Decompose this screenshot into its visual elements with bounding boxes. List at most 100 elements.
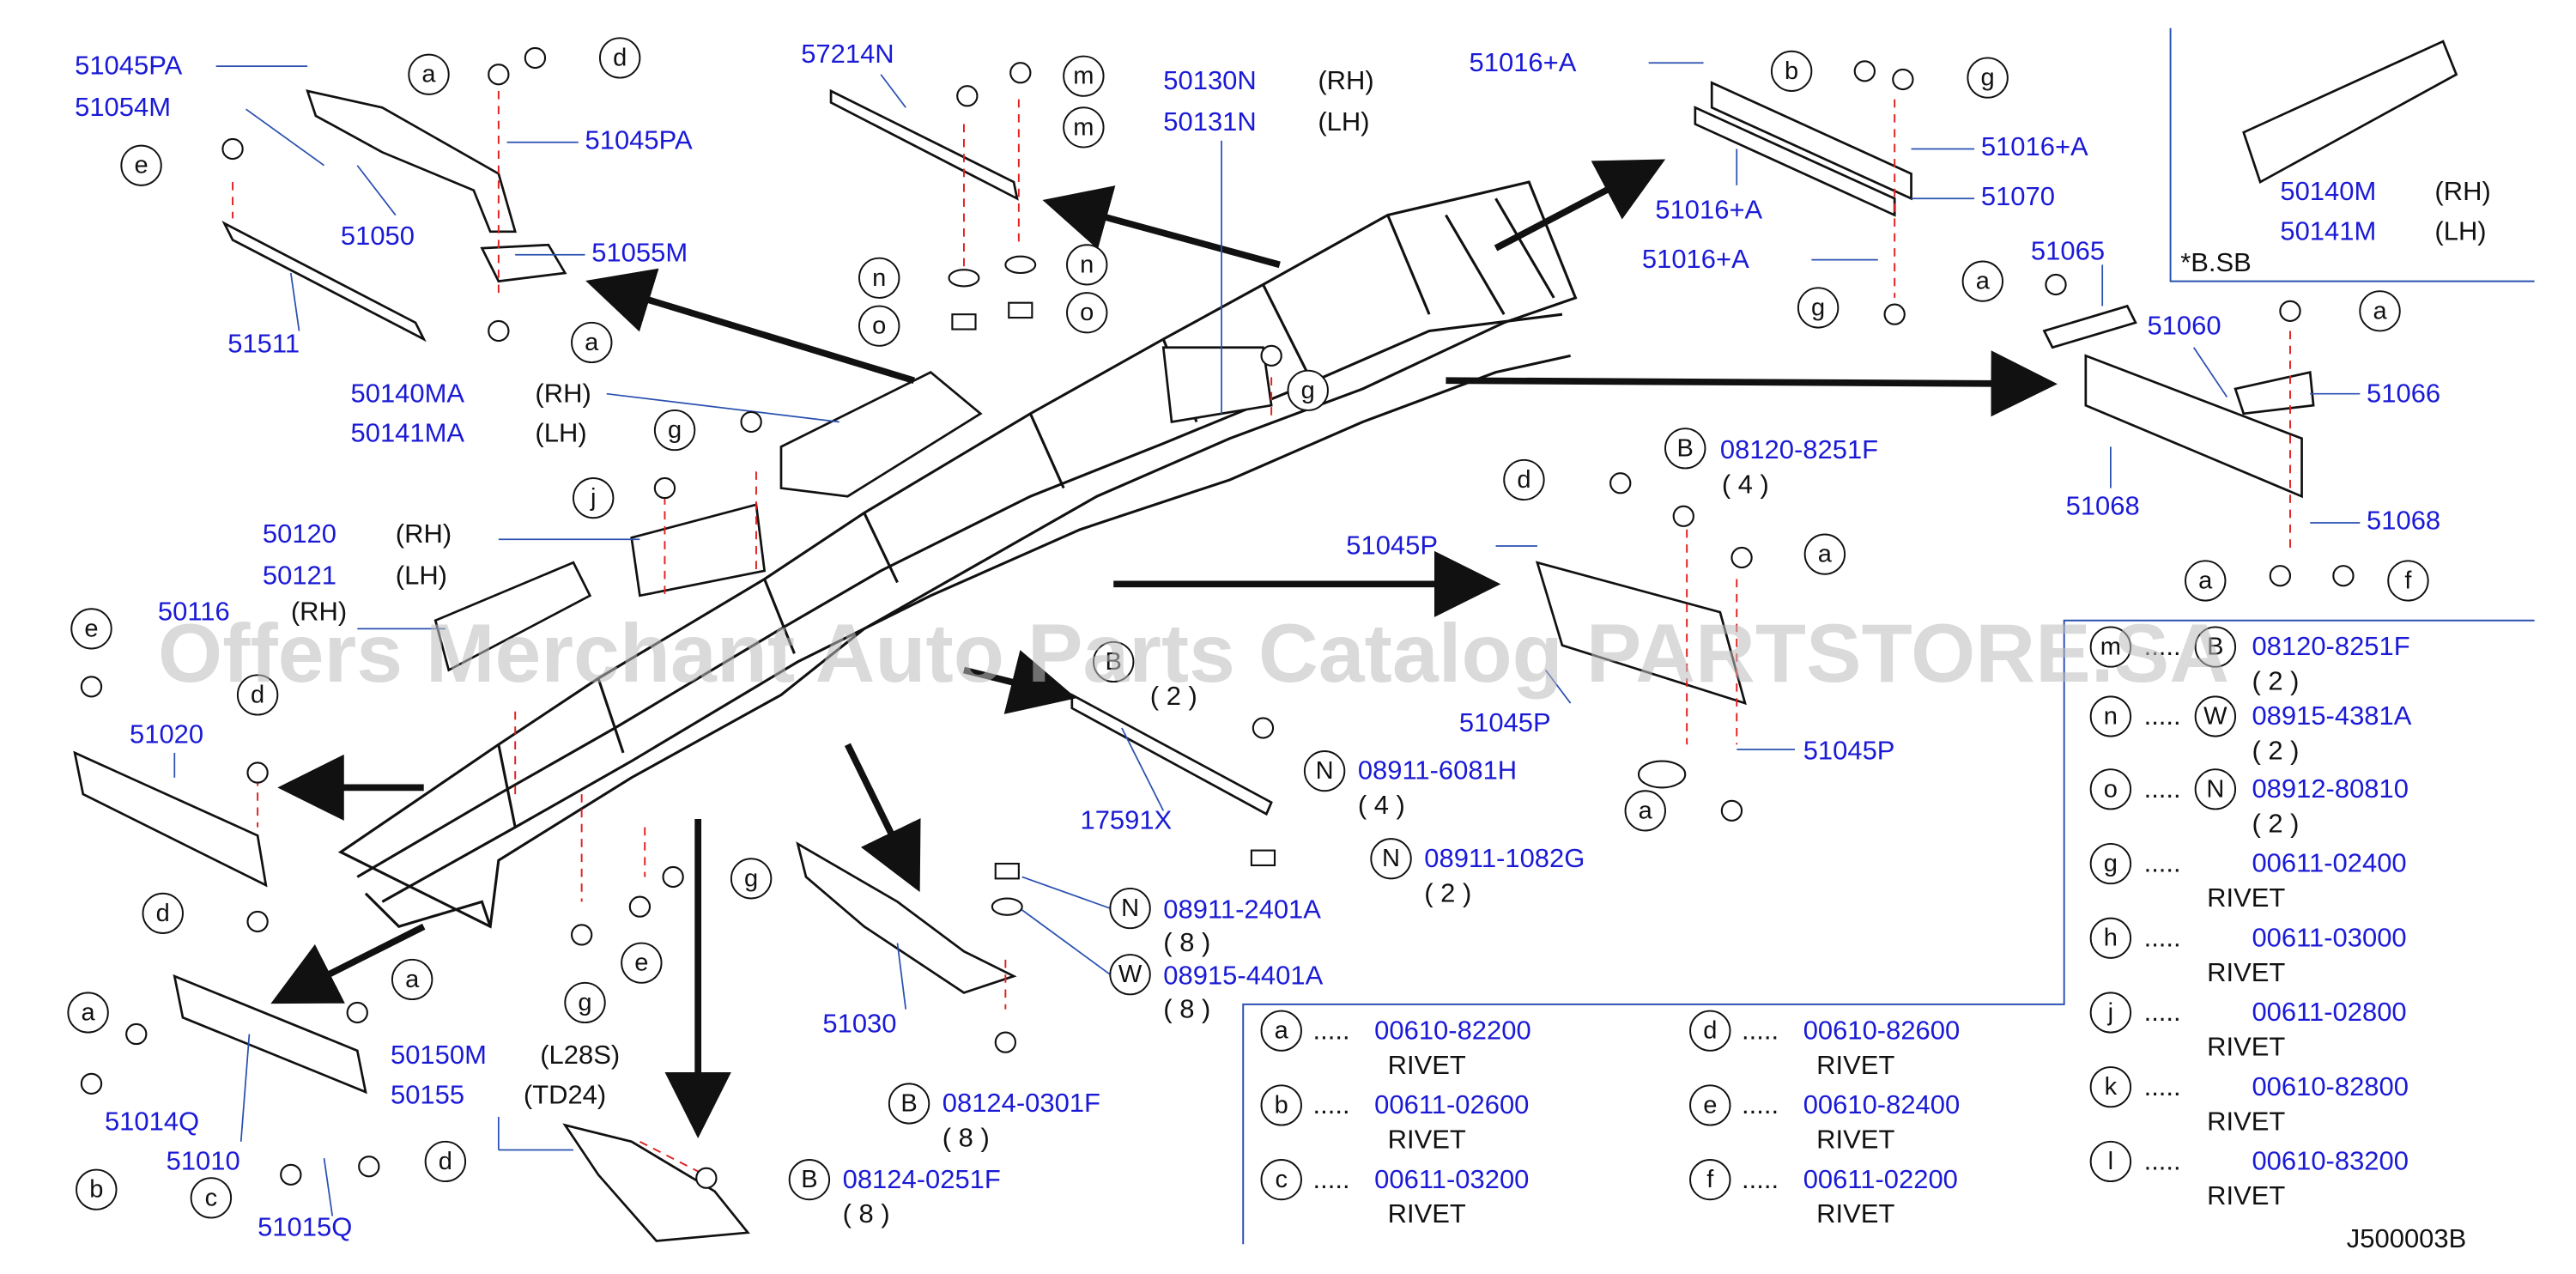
part-number-label[interactable]: 51016+A xyxy=(1470,47,1577,77)
part-callouts: 51045PA 51054M 51045PA 51050 51055M 51511 5721… xyxy=(75,39,2440,1241)
bubble-circle-icon xyxy=(1260,1084,1302,1126)
bubble-circle-icon xyxy=(2089,917,2132,959)
legend-prefix-bubble: W xyxy=(2194,695,2237,737)
bubble-letter: g xyxy=(578,989,591,1016)
legend-bottom: a.....00610-82200RIVETb.....00611-02600R… xyxy=(1260,1010,1961,1228)
bubble-letter: W xyxy=(1118,961,1143,988)
legend-part-number[interactable]: 00610-82400 xyxy=(1803,1089,1961,1119)
bubble-letter: d xyxy=(251,681,264,708)
part-number-label[interactable]: 51016+A xyxy=(1655,194,1762,224)
part-number-label[interactable]: 08915-4401A xyxy=(1163,961,1323,991)
hardware-fasteners xyxy=(80,46,2355,1189)
part-number-label[interactable]: 50121 xyxy=(263,560,336,590)
part-number-label[interactable]: 50120 xyxy=(263,519,336,549)
bubble-circle-icon xyxy=(788,1159,831,1201)
part-number-label[interactable]: 51068 xyxy=(2066,490,2140,520)
rivet-icon xyxy=(2332,565,2355,587)
bubble-letter: f xyxy=(1706,1166,1714,1193)
diagram-id: J500003B xyxy=(2347,1223,2466,1253)
legend-bubble-j: j xyxy=(2089,992,2132,1034)
part-number-label[interactable]: 51015Q xyxy=(258,1212,352,1242)
part-number-label[interactable]: 50141MA xyxy=(351,418,465,448)
rivet-icon xyxy=(1609,472,1632,494)
ref-bubble-N: N xyxy=(1303,750,1346,792)
part-number-label[interactable]: 51010 xyxy=(167,1146,240,1176)
bubble-circle-icon xyxy=(2185,560,2227,602)
legend-description: RIVET xyxy=(1388,1198,1466,1228)
part-number-label[interactable]: 17591X xyxy=(1080,805,1172,835)
legend-part-number[interactable]: 00611-03000 xyxy=(2252,922,2406,952)
legend-part-number[interactable]: 00610-83200 xyxy=(2252,1146,2409,1176)
part-number-label[interactable]: 51045PA xyxy=(585,125,693,155)
qualifier-label: ( 2 ) xyxy=(1150,681,1197,711)
legend-part-number[interactable]: 00611-02600 xyxy=(1374,1089,1529,1119)
ref-bubble-a: a xyxy=(67,992,109,1034)
part-number-label[interactable]: 51016+A xyxy=(1981,131,2088,161)
part-number-label[interactable]: 08124-0301F xyxy=(943,1088,1100,1118)
part-number-label[interactable]: 51016+A xyxy=(1642,244,1749,274)
part-number-label[interactable]: 51065 xyxy=(2031,236,2105,266)
bubble-letter: b xyxy=(89,1176,103,1204)
part-number-label[interactable]: 51030 xyxy=(822,1009,896,1039)
ref-bubble-d: d xyxy=(236,674,279,716)
legend-bubble-b: b xyxy=(1260,1084,1302,1126)
legend-part-number[interactable]: 00610-82800 xyxy=(2252,1071,2409,1101)
part-number-label[interactable]: 51511 xyxy=(227,329,300,359)
legend-part-number[interactable]: 00610-82600 xyxy=(1803,1015,1961,1045)
rivet-icon xyxy=(2279,300,2301,322)
part-number-label[interactable]: 51045P xyxy=(1346,531,1438,561)
legend-part-number[interactable]: 00610-82200 xyxy=(1374,1015,1531,1045)
part-number-label[interactable]: 50150M xyxy=(391,1040,487,1070)
part-number-label[interactable]: 50155 xyxy=(391,1080,464,1110)
part-number-label[interactable]: 51014Q xyxy=(105,1106,199,1136)
ref-bubble-d: d xyxy=(1503,458,1545,500)
part-number-label[interactable]: 50140MA xyxy=(351,378,465,408)
rivet-icon xyxy=(280,1163,302,1186)
part-number-label[interactable]: 51054M xyxy=(75,92,171,122)
ref-bubble-N: N xyxy=(1109,887,1151,930)
legend-part-number[interactable]: 00611-02400 xyxy=(2252,848,2406,878)
part-number-label[interactable]: 50131N xyxy=(1163,106,1256,136)
bubble-circle-icon xyxy=(1967,57,2009,99)
rivet-icon xyxy=(628,895,652,918)
part-number-label[interactable]: 50140M xyxy=(2280,176,2376,206)
part-number-label[interactable]: 57214N xyxy=(801,39,894,69)
legend-part-number[interactable]: 08912-80810 xyxy=(2252,774,2409,804)
legend-part-number[interactable]: 00611-02200 xyxy=(1803,1164,1958,1194)
part-number-label[interactable]: 51055M xyxy=(591,238,688,268)
bubble-letter: j xyxy=(2107,999,2113,1027)
part-number-label[interactable]: 51060 xyxy=(2147,310,2221,340)
part-number-label[interactable]: 51070 xyxy=(1981,181,2055,211)
nut-icon xyxy=(994,862,1020,880)
part-number-label[interactable]: 51045P xyxy=(1459,707,1551,737)
part-number-label[interactable]: 51045P xyxy=(1803,736,1895,766)
bubble-letter: b xyxy=(1275,1091,1288,1119)
part-number-label[interactable]: 08911-6081H xyxy=(1358,755,1517,786)
legend-dots: ..... xyxy=(1313,1015,1350,1045)
part-number-label[interactable]: 08911-1082G xyxy=(1424,843,1585,873)
part-number-label[interactable]: 51045PA xyxy=(75,51,182,81)
legend-dots: ..... xyxy=(1742,1089,1779,1119)
legend-part-number[interactable]: 00611-03200 xyxy=(1374,1164,1529,1194)
part-number-label[interactable]: 08911-2401A xyxy=(1163,895,1321,925)
part-number-label[interactable]: 51068 xyxy=(2367,506,2440,536)
part-number-label[interactable]: 50116 xyxy=(158,597,230,627)
part-number-label[interactable]: 08124-0251F xyxy=(843,1164,1001,1194)
part-number-label[interactable]: 50130N xyxy=(1163,65,1256,95)
part-number-label[interactable]: 50141M xyxy=(2280,216,2376,246)
legend-part-number[interactable]: 08915-4381A xyxy=(2252,701,2411,731)
ref-bubble-a: a xyxy=(1803,533,1846,575)
legend-part-number[interactable]: 08120-8251F xyxy=(2252,631,2409,661)
legend-part-number[interactable]: 00611-02800 xyxy=(2252,997,2406,1027)
part-number-label[interactable]: 08120-8251F xyxy=(1720,434,1878,464)
bubble-letter: g xyxy=(1981,64,1995,92)
rivet-icon xyxy=(2045,273,2067,296)
ref-bubble-o: o xyxy=(858,305,900,347)
ref-bubble-f: f xyxy=(2387,560,2429,602)
part-number-label[interactable]: 51020 xyxy=(130,719,203,749)
position-qualifiers: (RH)(LH)(RH)(LH)*B.SB(RH)(LH)(RH)(LH)(RH… xyxy=(291,65,2491,1228)
legend-bubble-o: o xyxy=(2089,768,2132,810)
part-number-label[interactable]: 51050 xyxy=(341,221,415,251)
part-number-label[interactable]: 51066 xyxy=(2367,378,2440,408)
